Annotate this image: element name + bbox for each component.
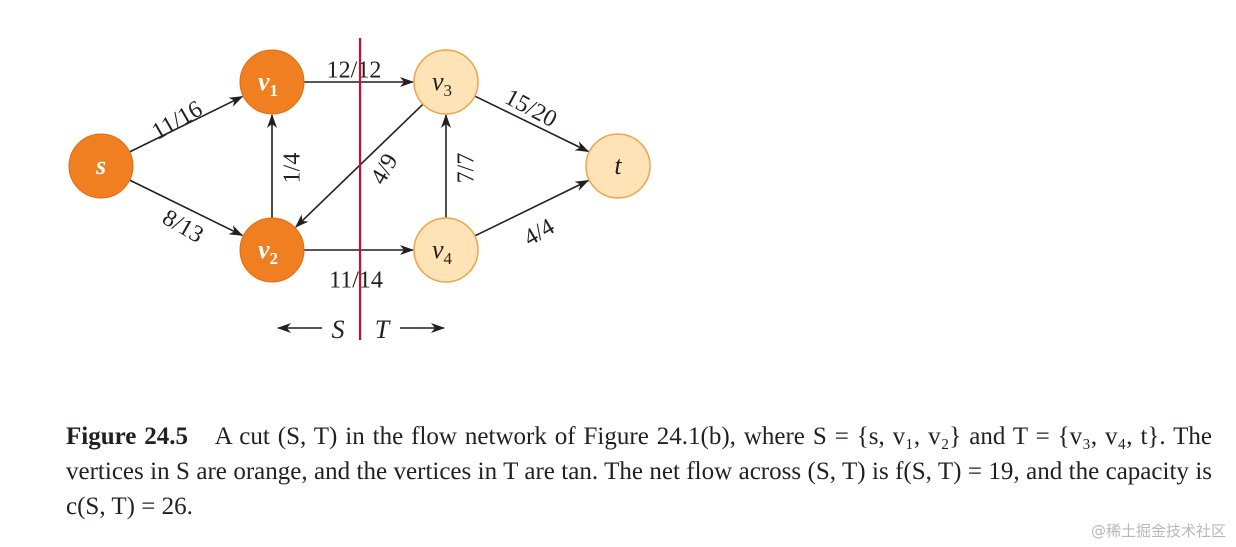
caption-text: A cut (S, T) in the flow network of Figu… — [66, 423, 1212, 520]
edge-label-v4-t: 4/4 — [519, 214, 559, 252]
edge-v3-t — [474, 95, 590, 153]
figure-caption: Figure 24.5 A cut (S, T) in the flow net… — [66, 419, 1212, 524]
cut-labels: S T — [277, 315, 445, 344]
node-v4: v4 — [413, 217, 479, 283]
node-name-v3: v — [432, 67, 444, 96]
node-subscript-v4: 4 — [444, 249, 453, 268]
node-circle-v4 — [413, 217, 479, 283]
watermark: @稀土掘金技术社区 — [1090, 522, 1226, 540]
node-circle-v2 — [239, 217, 305, 283]
edge-v4-t — [474, 179, 590, 237]
edge-label-v1-v3: 12/12 — [327, 58, 382, 84]
node-circle-s — [68, 133, 134, 199]
node-circle-v3 — [413, 49, 479, 115]
flow-network-diagram: 11/168/131/412/124/911/147/715/204/4 sv1… — [68, 38, 651, 344]
edge-label-v2-v1: 1/4 — [280, 153, 306, 184]
cut-left-label: S — [332, 315, 345, 344]
edge-label-s-v2: 8/13 — [158, 205, 208, 249]
node-label-v1: v1 — [258, 67, 278, 100]
node-circle-v1 — [239, 49, 305, 115]
edge-s-v1 — [129, 95, 244, 153]
node-name-s: s — [95, 151, 106, 180]
node-name-v2: v — [258, 235, 270, 264]
node-s: s — [68, 133, 134, 199]
node-v1: v1 — [239, 49, 305, 115]
figure-label: Figure 24.5 — [66, 423, 189, 450]
node-name-t: t — [614, 151, 622, 180]
node-v2: v2 — [239, 217, 305, 283]
node-v3: v3 — [413, 49, 479, 115]
node-subscript-v2: 2 — [270, 249, 279, 268]
edge-label-v2-v4: 11/14 — [329, 268, 383, 294]
node-subscript-v1: 1 — [270, 81, 279, 100]
node-label-v3: v3 — [432, 67, 452, 100]
node-circle-t — [585, 133, 651, 199]
node-label-s: s — [95, 151, 106, 180]
node-label-v2: v2 — [258, 235, 278, 268]
node-t: t — [585, 133, 651, 199]
edge-label-v3-t: 15/20 — [500, 84, 560, 133]
node-name-v4: v — [432, 235, 444, 264]
node-label-t: t — [614, 151, 622, 180]
edge-label-v3-v2: 4/9 — [366, 149, 404, 189]
cut-right-label: T — [375, 315, 391, 344]
edge-label-v4-v3: 7/7 — [454, 153, 480, 184]
node-name-v1: v — [258, 67, 270, 96]
edge-label-s-v1: 11/16 — [147, 96, 207, 145]
node-label-v4: v4 — [432, 235, 453, 268]
edge-s-v2 — [129, 179, 244, 237]
node-subscript-v3: 3 — [444, 81, 453, 100]
